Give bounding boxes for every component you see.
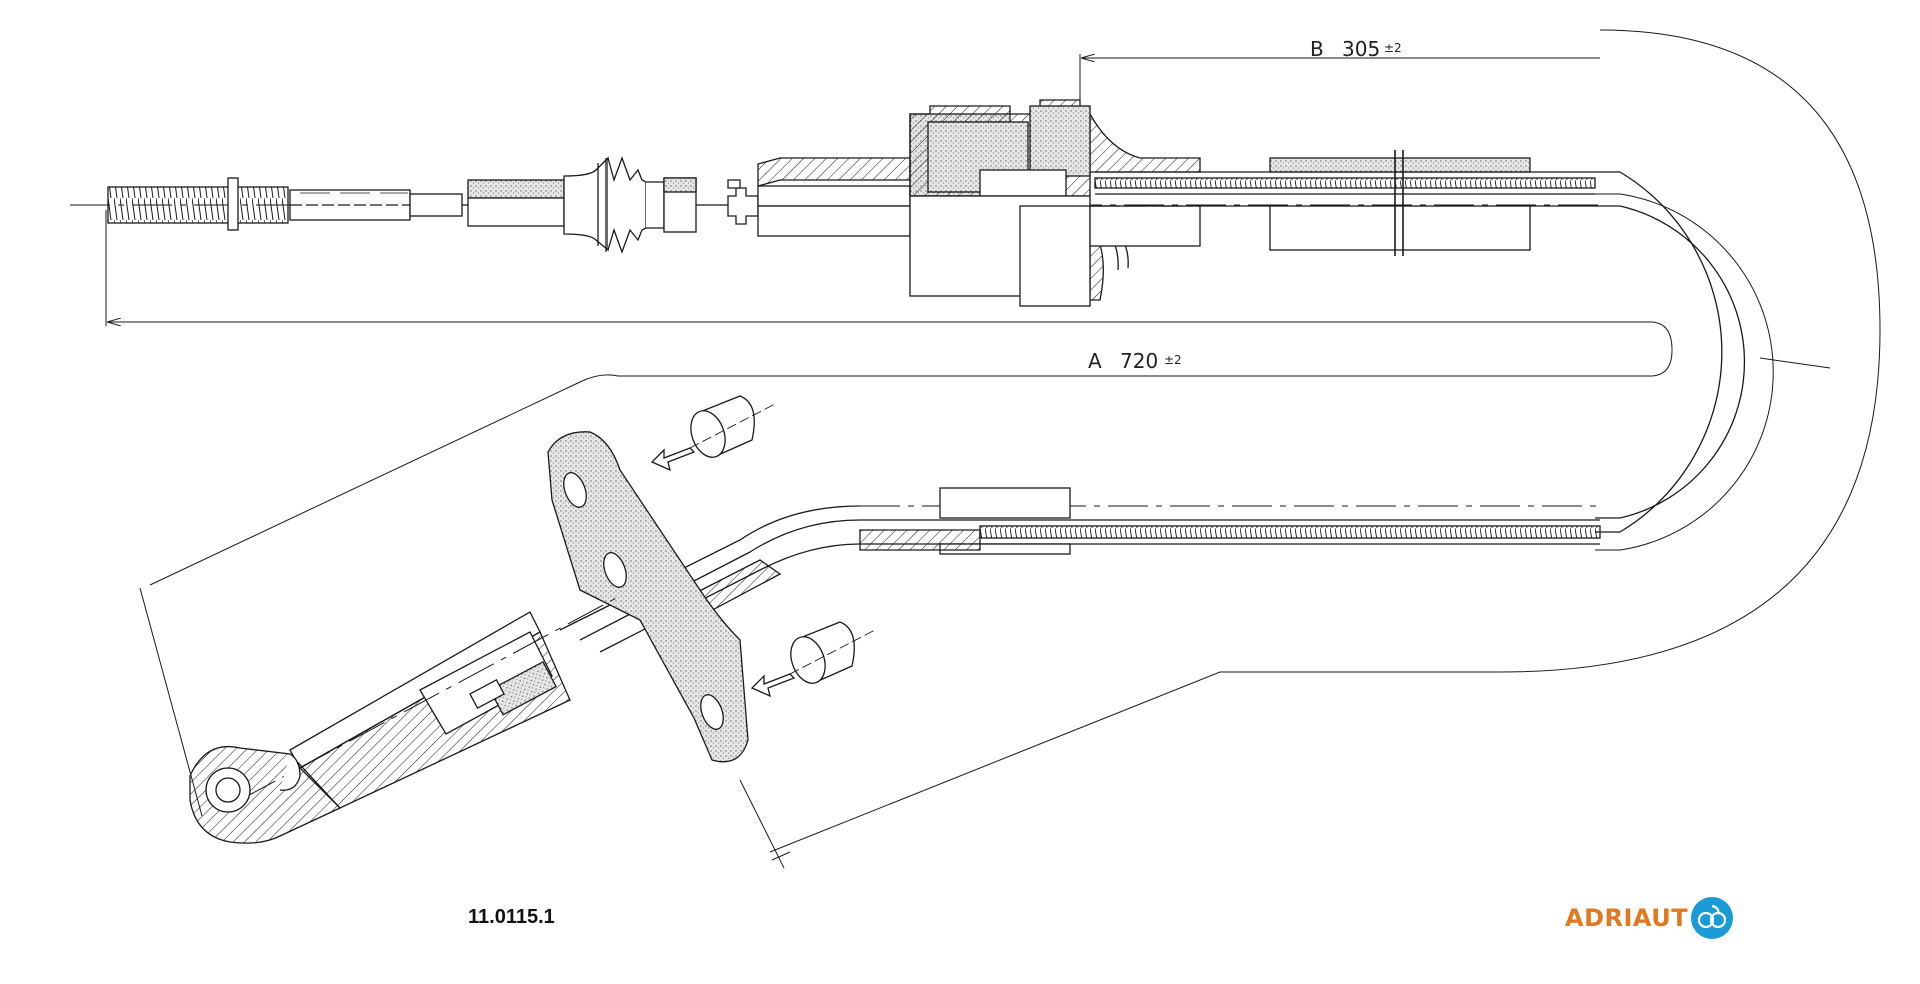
svg-text:A: A [1088, 349, 1102, 373]
brand-logo: ADRIAUT [1565, 896, 1734, 940]
bottom-sheath [979, 525, 1601, 539]
svg-text:±2: ±2 [1164, 353, 1182, 367]
brand-name: ADRIAUT [1565, 904, 1689, 932]
part-number: 11.0115.1 [468, 906, 555, 928]
dimension-b-label: B 305 ±2 [1310, 37, 1402, 61]
svg-text:720: 720 [1120, 349, 1158, 373]
brand-loop-icon [1690, 896, 1734, 940]
dimension-a-label: A 720 ±2 [1088, 349, 1182, 373]
mounting-bracket [547, 431, 749, 763]
svg-text:B: B [1310, 37, 1324, 61]
bushing-upper [650, 395, 776, 472]
svg-text:±2: ±2 [1384, 41, 1402, 55]
top-sheath [1094, 177, 1596, 189]
bushing-lower [750, 621, 876, 698]
drawing-lines [70, 29, 1881, 869]
threaded-end [107, 186, 289, 224]
eye-end [189, 745, 342, 844]
svg-text:305: 305 [1342, 37, 1380, 61]
boot-cover [467, 179, 565, 199]
